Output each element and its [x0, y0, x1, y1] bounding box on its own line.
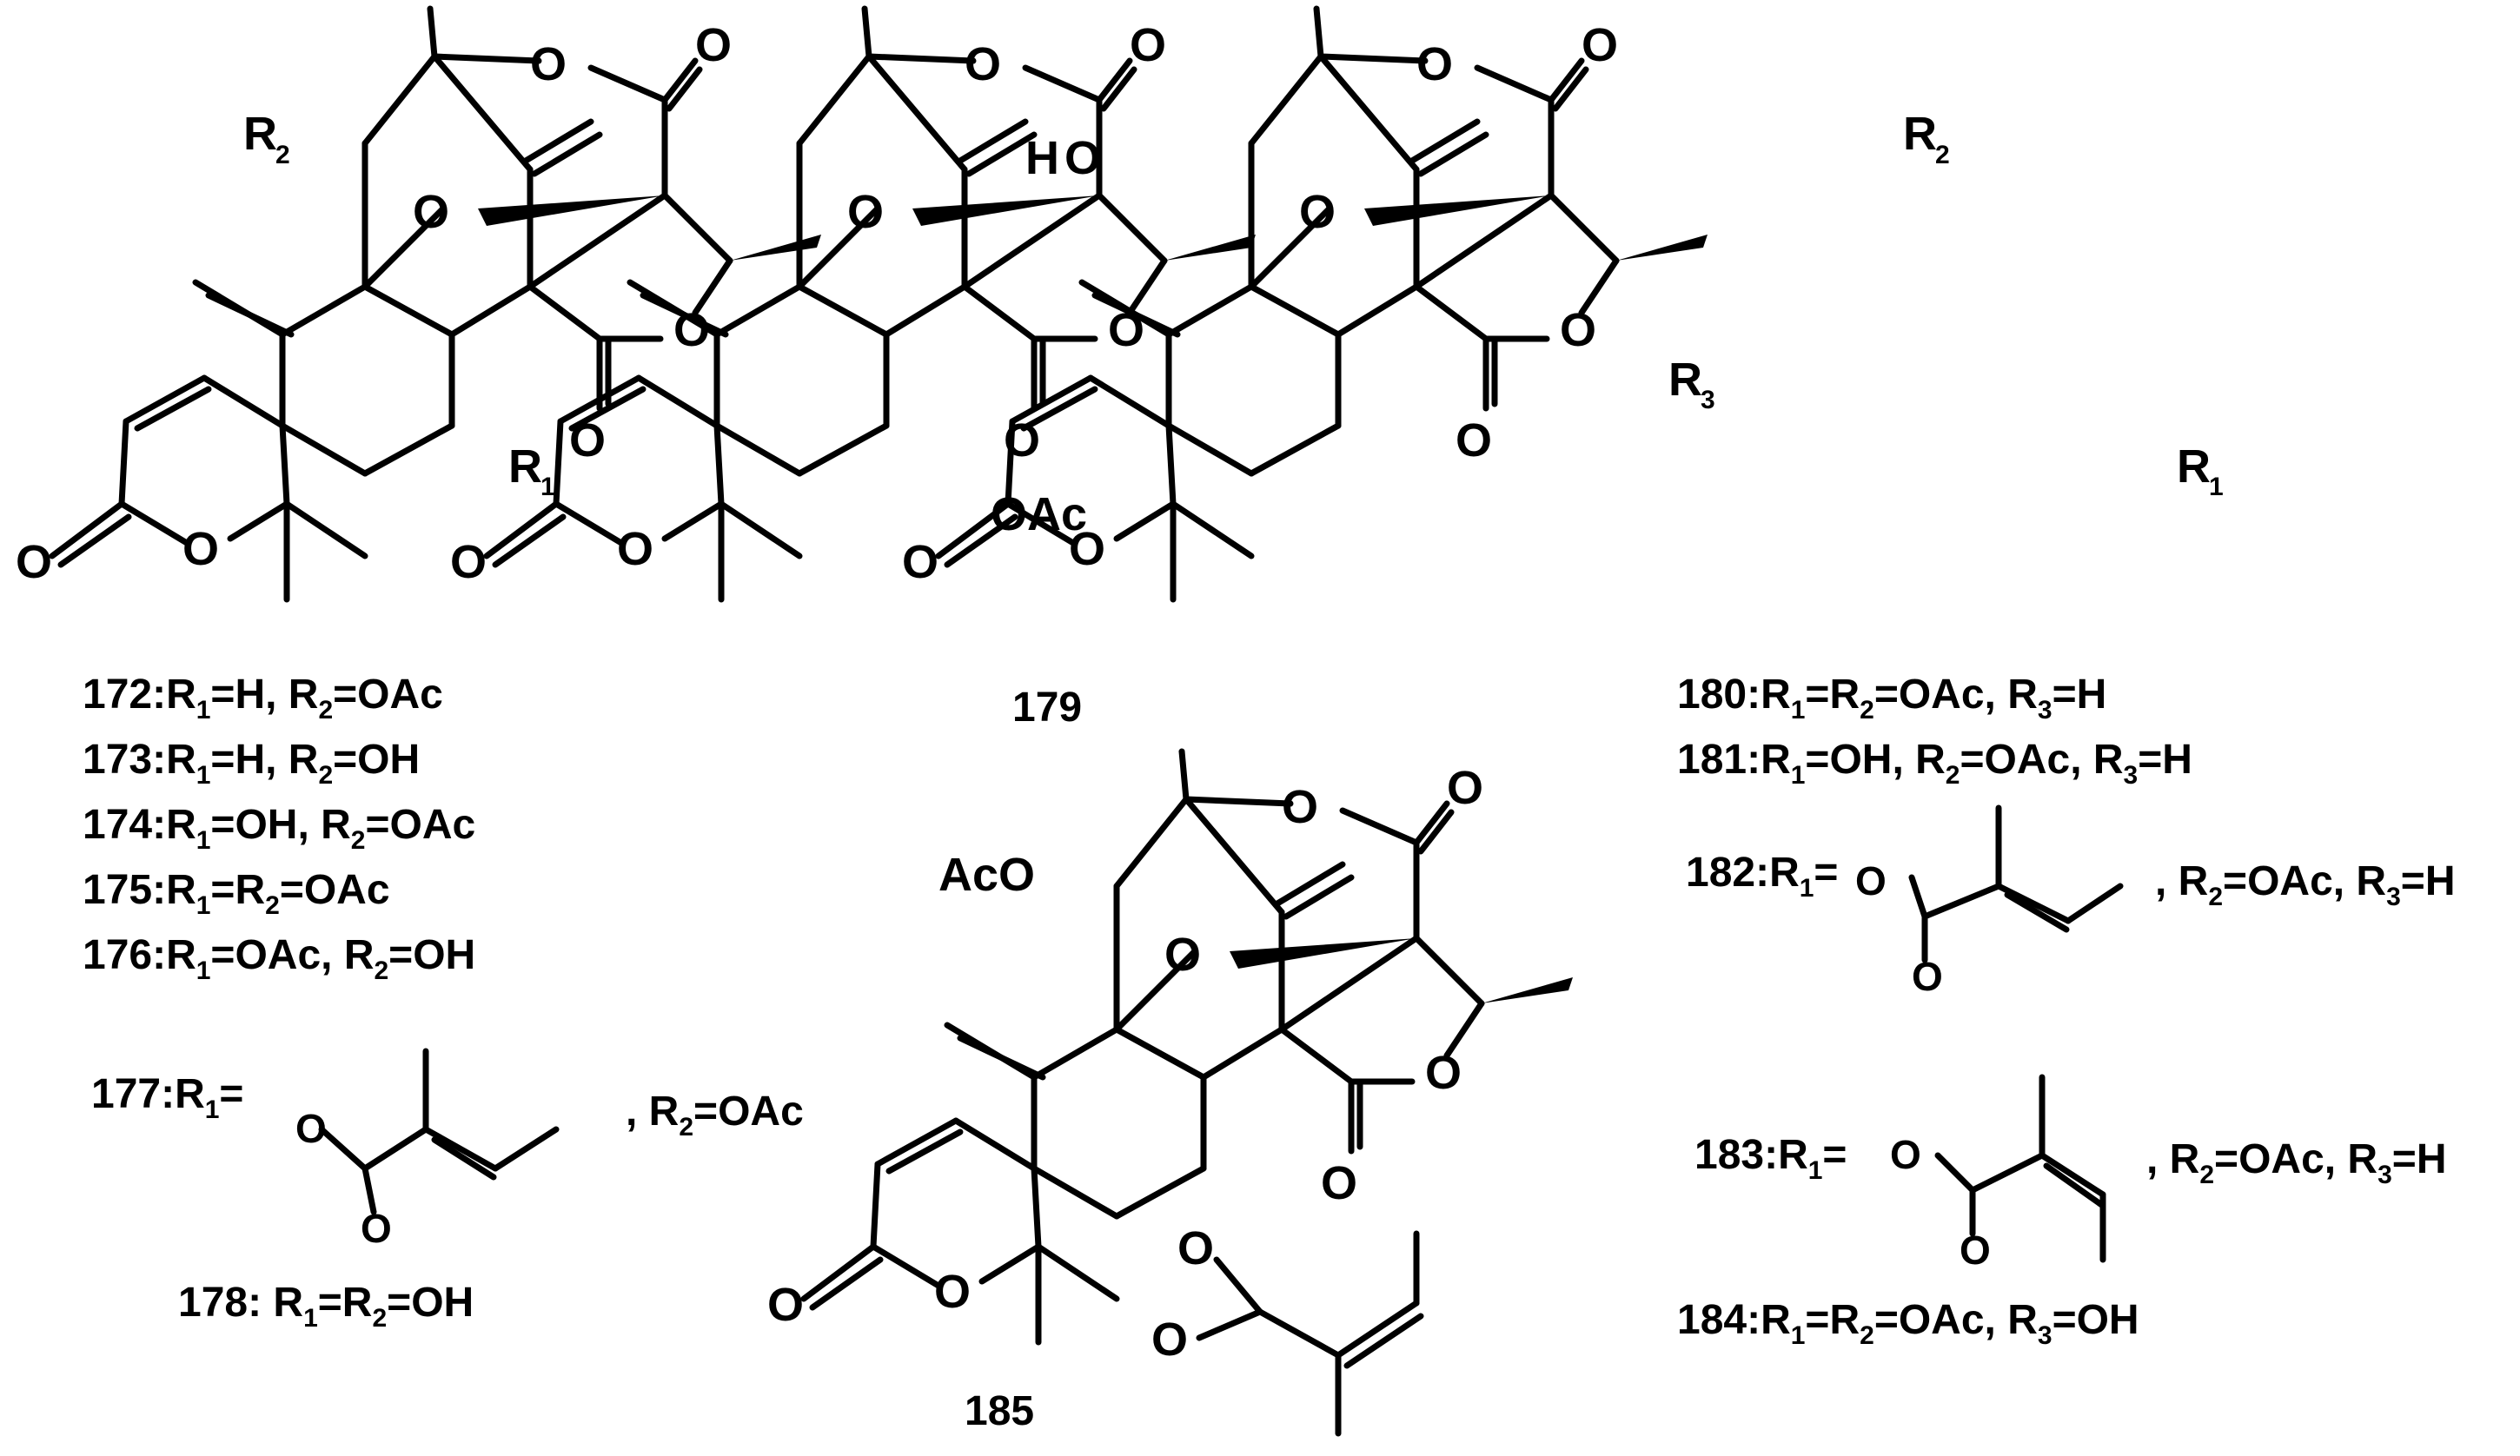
h-label: H — [1025, 132, 1059, 184]
atom-o: O — [1582, 19, 1618, 71]
svg-text:176:R1=OAc, R2=OH: 176:R1=OAc, R2=OH — [83, 932, 475, 985]
r2-subscript: 2 — [275, 141, 290, 169]
aco-label: AcO — [938, 849, 1035, 901]
atom-o: O — [361, 1206, 392, 1251]
atom-o: O — [1560, 304, 1596, 356]
atom-o: O — [16, 536, 52, 588]
atom-o: O — [295, 1106, 327, 1151]
atom-o: O — [1164, 929, 1201, 981]
r2-subscript: 2 — [1935, 141, 1950, 169]
r2-label: R — [1903, 108, 1937, 160]
atom-o: O — [413, 186, 449, 238]
ester-fragment-182: O O — [1855, 804, 2124, 999]
ho-o-label: O — [1064, 132, 1101, 184]
r1-label: R — [2177, 440, 2211, 493]
atom-o: O — [1960, 1228, 1991, 1273]
atom-o: O — [934, 1266, 971, 1318]
atom-o: O — [902, 536, 938, 588]
compound-labels-left: 172:R1=H, R2=OAc 173:R1=H, R2=OH 174:R1=… — [83, 672, 804, 1333]
atom-o: O — [182, 523, 219, 575]
atom-o: O — [1912, 954, 1943, 999]
compound-labels-middle: 179 185 — [965, 685, 1082, 1434]
r1-subscript: 1 — [2209, 473, 2224, 501]
atom-o: O — [1299, 186, 1336, 238]
svg-text:183:R1=: 183:R1= — [1694, 1132, 1847, 1185]
ester-fragment-177: O O — [295, 1048, 560, 1251]
structure-185: O O O O O O O AcO O O — [767, 751, 1573, 1437]
r1-label: R — [508, 440, 542, 493]
r3-label: R — [1668, 354, 1702, 406]
svg-text:, R2=OAc, R3=H: , R2=OAc, R3=H — [2155, 858, 2455, 911]
atom-o: O — [1456, 414, 1492, 467]
r3-subscript: 3 — [1701, 386, 1715, 414]
atom-o: O — [450, 536, 487, 588]
atom-o: O — [1069, 523, 1105, 575]
label-179: 179 — [1012, 685, 1082, 731]
atom-o: O — [1425, 1047, 1462, 1099]
r1-subscript: 1 — [540, 473, 555, 501]
label-185: 185 — [965, 1388, 1034, 1434]
svg-text:, R2=OAc: , R2=OAc — [626, 1089, 804, 1142]
svg-text:184:R1=R2=OAc, R3=OH: 184:R1=R2=OAc, R3=OH — [1677, 1297, 2139, 1350]
structure-179: O O O O O O O OAc H O — [450, 9, 1256, 599]
atom-o: O — [1282, 781, 1318, 833]
r2-label: R — [243, 108, 277, 160]
svg-text:180:R1=R2=OAc, R3=H: 180:R1=R2=OAc, R3=H — [1677, 672, 2106, 725]
compound-labels-right: 180:R1=R2=OAc, R3=H 181:R1=OH, R2=OAc, R… — [1677, 672, 2455, 1350]
structure-172-176: O O O O O O O R 2 R 1 — [16, 9, 821, 599]
atom-o: O — [847, 186, 884, 238]
structure-180-184: O O O O O O O R 2 R 1 R 3 — [902, 9, 2224, 599]
atom-o: O — [617, 523, 653, 575]
atom-o: O — [695, 19, 732, 71]
atom-o: O — [1890, 1132, 1921, 1177]
atom-o: O — [1151, 1314, 1188, 1366]
atom-o: O — [1177, 1222, 1214, 1274]
atom-o: O — [530, 38, 567, 90]
svg-text:172:R1=H, R2=OAc: 172:R1=H, R2=OAc — [83, 672, 443, 725]
atom-o: O — [1321, 1157, 1357, 1209]
svg-text:181:R1=OH, R2=OAc, R3=H: 181:R1=OH, R2=OAc, R3=H — [1677, 737, 2192, 790]
svg-text:173:R1=H, R2=OH: 173:R1=H, R2=OH — [83, 737, 420, 790]
svg-text:175:R1=R2=OAc: 175:R1=R2=OAc — [83, 867, 390, 920]
svg-text:174:R1=OH, R2=OAc: 174:R1=OH, R2=OAc — [83, 802, 475, 855]
svg-text:178: R1=R2=OH: 178: R1=R2=OH — [178, 1280, 474, 1333]
atom-o: O — [1447, 762, 1483, 814]
svg-text:182:R1=: 182:R1= — [1686, 850, 1838, 903]
atom-o: O — [1130, 19, 1166, 71]
atom-o: O — [767, 1279, 804, 1331]
svg-text:177:R1=: 177:R1= — [91, 1071, 243, 1124]
svg-text:, R2=OAc, R3=H: , R2=OAc, R3=H — [2146, 1136, 2446, 1189]
atom-o: O — [1416, 38, 1453, 90]
atom-o: O — [965, 38, 1001, 90]
atom-o: O — [1855, 858, 1887, 903]
ester-fragment-183: O O — [1890, 1074, 2106, 1273]
